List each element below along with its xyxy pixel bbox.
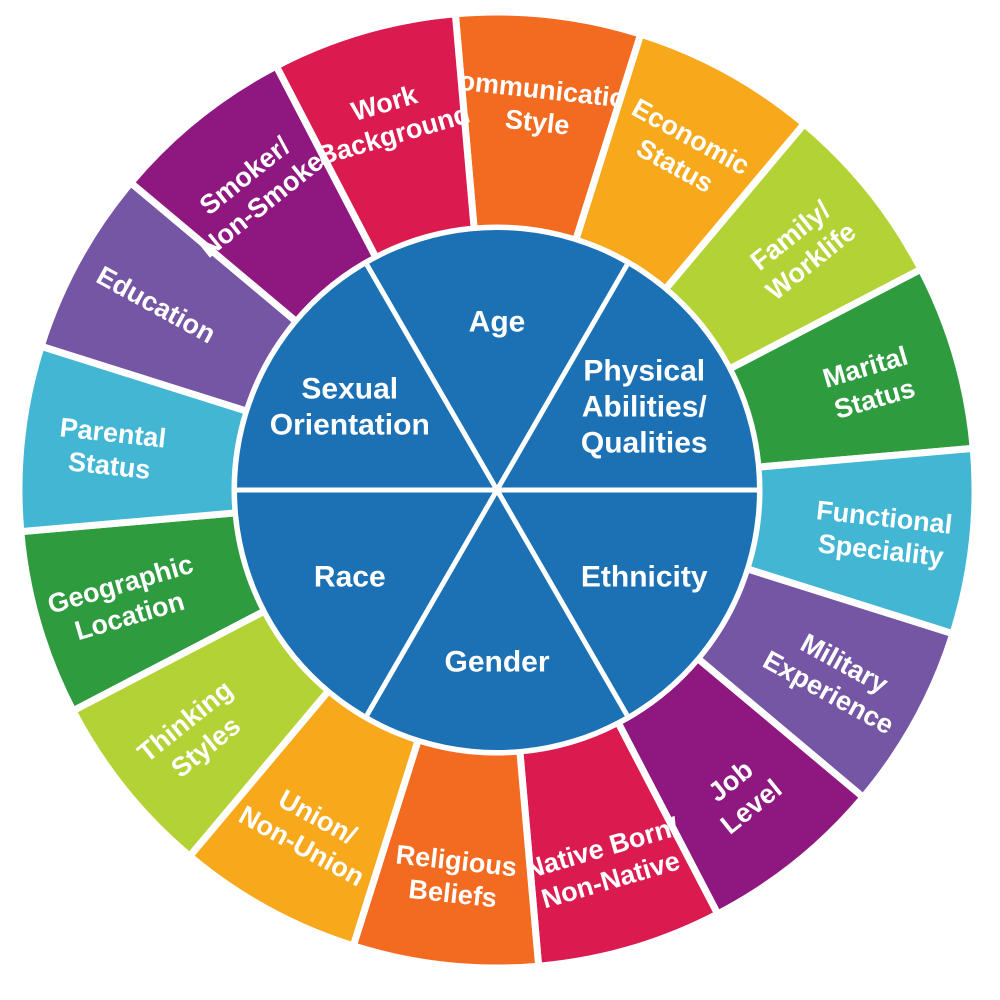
inner-segment-ethnicity-label: Ethnicity	[581, 561, 708, 594]
inner-divider	[494, 488, 630, 717]
inner-segment-age-label: Age	[469, 306, 526, 339]
inner-segment-physical-abilities-qualities-label-line: Physical	[583, 355, 705, 388]
outer-segment-communication-style-label-line: Style	[504, 104, 571, 141]
inner-segment-physical-abilities-qualities-label-line: Qualities	[581, 427, 708, 460]
inner-segment-age-label-line: Age	[469, 306, 526, 339]
inner-segment-gender-label-line: Gender	[444, 646, 549, 679]
inner-segment-sexual-orientation-label-line: Sexual	[301, 373, 398, 406]
inner-segment-ethnicity-label-line: Ethnicity	[581, 561, 708, 594]
inner-divider	[364, 263, 500, 492]
outer-segment-work-background	[271, 10, 478, 263]
inner-segment-gender-label: Gender	[444, 646, 549, 679]
inner-segment-sexual-orientation-label-line: Orientation	[270, 409, 430, 442]
inner-segment-race-label-line: Race	[314, 561, 386, 594]
inner-divider	[494, 263, 630, 492]
inner-segment-race-label: Race	[314, 561, 386, 594]
inner-divider	[364, 488, 500, 717]
inner-segment-physical-abilities-qualities-label-line: Abilities/	[582, 391, 708, 424]
